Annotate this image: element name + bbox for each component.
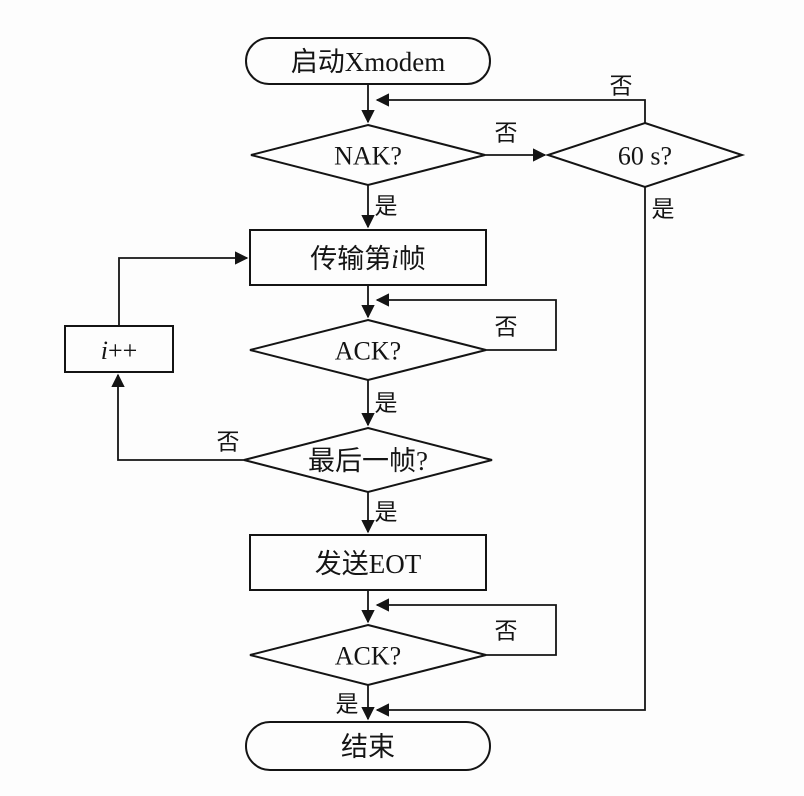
transmit-frame-label: 传输第i帧 [310,244,426,274]
transmit-frame-variable: i [391,244,399,274]
increment-process [64,325,174,373]
increment-label: i++ [101,336,138,365]
nak-decision-label: NAK? [334,142,402,171]
timeout-decision-label: 60 s? [618,142,672,171]
label-nak-no: 否 [495,121,518,146]
start-node [245,37,491,85]
edge-ack1-no-loop [375,293,557,351]
label-ack1-yes: 是 [375,391,398,416]
label-last-frame-no: 否 [217,430,240,455]
last-frame-decision [243,426,493,494]
send-eot-label: 发送EOT [315,549,422,579]
end-node [245,721,491,771]
ack1-decision-label: ACK? [335,337,401,366]
edge-ack2-no-loop [375,598,557,656]
edge-lastframe-no-to-increment [111,373,244,461]
end-node-label: 结束 [341,732,395,762]
transmit-frame-suffix: 帧 [399,244,426,274]
ack2-decision-label: ACK? [335,642,401,671]
label-last-frame-yes: 是 [375,500,398,525]
label-timeout-no: 否 [610,74,633,99]
ack1-decision [249,318,487,382]
increment-operator: ++ [108,336,137,365]
start-node-label: 启动Xmodem [291,47,446,77]
label-ack2-no: 否 [495,619,518,644]
transmit-frame-prefix: 传输第 [310,244,391,274]
timeout-decision [544,121,746,189]
label-timeout-yes: 是 [652,197,675,222]
label-ack1-no: 否 [495,315,518,340]
label-nak-yes: 是 [375,194,398,219]
nak-decision [250,123,486,187]
ack2-decision [249,623,487,687]
edge-increment-to-transmit [118,251,249,326]
edge-timeout-yes-to-end [375,187,646,717]
last-frame-decision-label: 最后一帧? [308,446,428,476]
edge-timeout-no-loop [375,93,646,123]
send-eot-process [249,534,487,591]
label-ack2-yes: 是 [336,692,359,717]
increment-variable: i [101,336,108,365]
transmit-frame-process [249,229,487,286]
